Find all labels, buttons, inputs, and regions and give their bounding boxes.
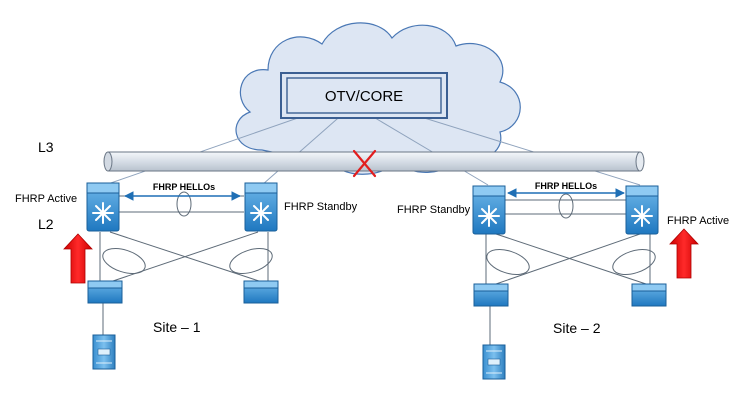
access-switch-icon bbox=[87, 280, 123, 304]
multilayer-switch-icon bbox=[86, 182, 120, 232]
site1-left-role: FHRP Active bbox=[15, 193, 77, 205]
site2-left-role: FHRP Standby bbox=[397, 204, 471, 216]
core-uplinks bbox=[104, 111, 641, 186]
server-icon bbox=[92, 334, 116, 370]
site1-links bbox=[99, 195, 269, 335]
up-arrow-icon bbox=[63, 233, 93, 284]
multilayer-switch-icon bbox=[625, 185, 659, 235]
site-2: FHRP HELLOs bbox=[397, 181, 729, 380]
l2-label: L2 bbox=[38, 216, 54, 232]
l3-pipe bbox=[103, 151, 645, 172]
multilayer-switch-icon bbox=[472, 185, 506, 235]
l3-label: L3 bbox=[38, 139, 54, 155]
red-x-icon bbox=[352, 149, 377, 178]
site2-name: Site – 2 bbox=[553, 320, 601, 336]
site1-right-role: FHRP Standby bbox=[284, 201, 358, 213]
core-label: OTV/CORE bbox=[325, 88, 403, 105]
server-icon bbox=[482, 344, 506, 380]
up-arrow-icon bbox=[669, 228, 699, 279]
site2-links bbox=[485, 199, 651, 345]
multilayer-switch-icon bbox=[244, 182, 278, 232]
access-switch-icon bbox=[631, 283, 667, 307]
access-switch-icon bbox=[473, 283, 509, 307]
site-1: FHRP HELLOs bbox=[15, 182, 358, 370]
core-box: OTV/CORE bbox=[280, 72, 448, 119]
site1-hello-label: FHRP HELLOs bbox=[153, 182, 215, 192]
access-switch-icon bbox=[243, 280, 279, 304]
site2-portchannels bbox=[486, 193, 656, 275]
site2-right-role: FHRP Active bbox=[667, 215, 729, 227]
site2-hello-label: FHRP HELLOs bbox=[535, 181, 597, 191]
site1-name: Site – 1 bbox=[153, 319, 201, 335]
